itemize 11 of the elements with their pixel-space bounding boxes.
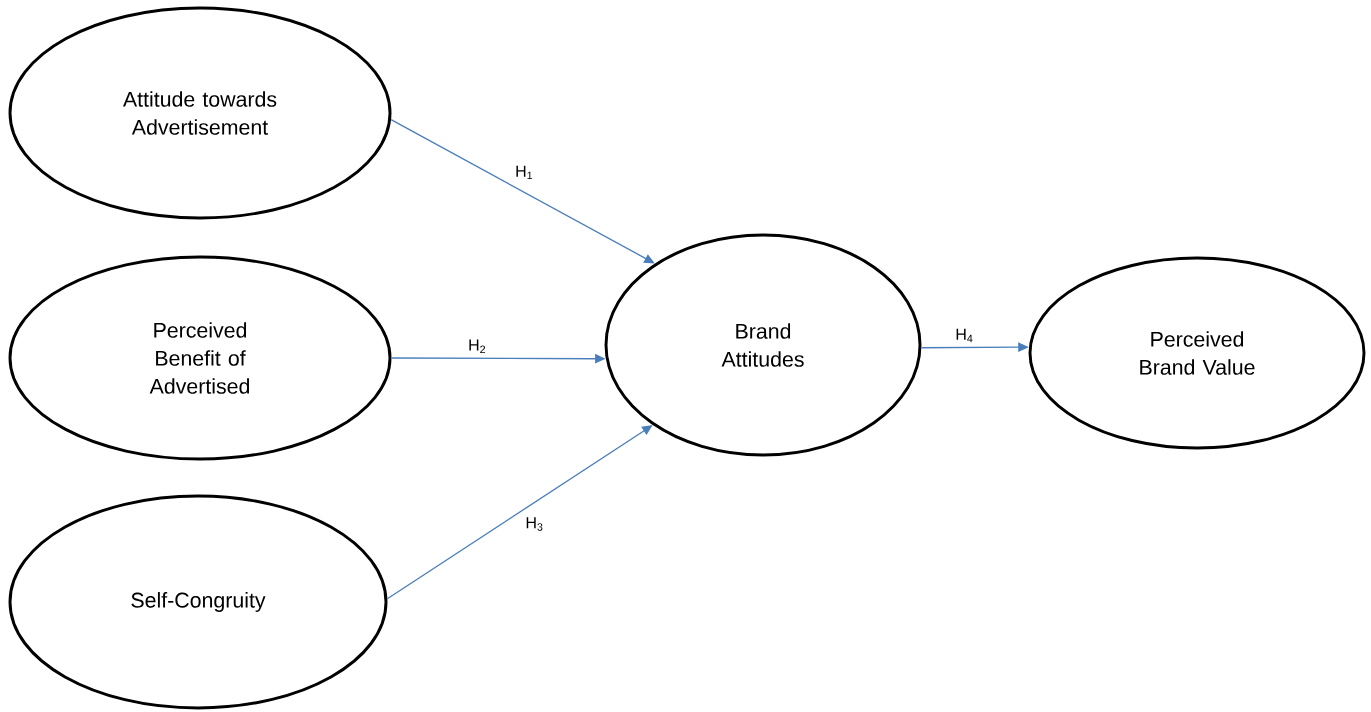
arrow	[386, 425, 653, 600]
ellipse-node: Self-Congruity	[8, 494, 388, 710]
ellipse-node: Brand Attitudes	[604, 233, 922, 457]
arrow	[390, 119, 655, 264]
ellipse-node: Perceived Benefit of Advertised	[8, 255, 392, 461]
edge-label: H$_{4}$	[954, 327, 975, 344]
edge-label: H$_{1}$	[513, 164, 535, 181]
ellipse-node: Attitude towards Advertisement	[8, 6, 392, 220]
edge-label: H$_{3}$	[524, 515, 545, 533]
edge-label: H$_{2}$	[466, 338, 488, 355]
ellipse-node: Perceived Brand Value	[1028, 256, 1366, 450]
